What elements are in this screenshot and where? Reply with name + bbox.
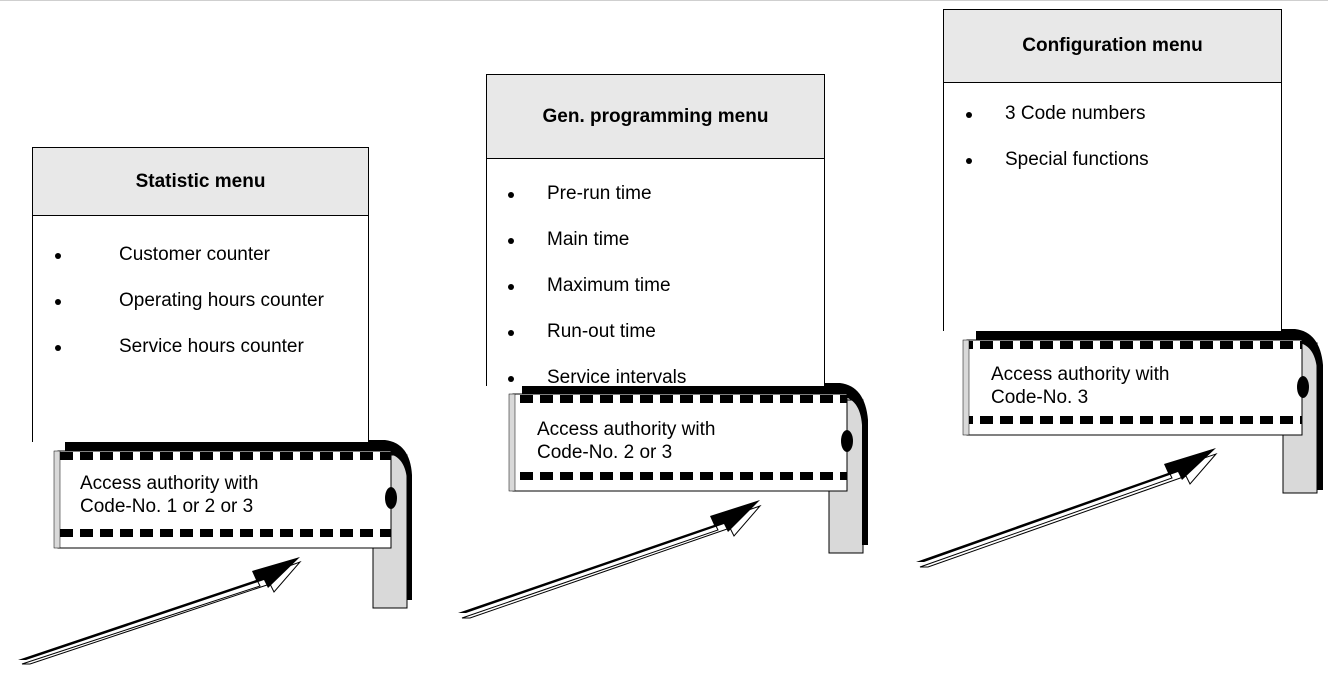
menu-item-list: Pre-run time Main time Maximum time Run-… bbox=[487, 184, 824, 414]
list-item: Pre-run time bbox=[487, 184, 824, 230]
menu-title-text: Statistic menu bbox=[135, 170, 266, 192]
gate-pivot bbox=[841, 430, 853, 452]
arrow-1 bbox=[18, 557, 302, 665]
access-label-2: Access authority with Code-No. 2 or 3 bbox=[537, 419, 716, 463]
list-item: Run-out time bbox=[487, 322, 824, 368]
gate-stripe-bottom bbox=[967, 416, 1302, 424]
programming-menu-box: Gen. programming menu Pre-run time Main … bbox=[486, 74, 825, 388]
access-label-1: Access authority with Code-No. 1 or 2 or… bbox=[80, 473, 259, 517]
menu-title: Configuration menu bbox=[944, 10, 1281, 83]
gate-stripe-top bbox=[58, 452, 391, 460]
gate-stripe-top bbox=[513, 395, 847, 403]
arrow-3 bbox=[916, 448, 1218, 568]
list-item: Special functions bbox=[944, 150, 1281, 196]
barrier-gate-3 bbox=[962, 329, 1323, 494]
list-item: Maximum time bbox=[487, 276, 824, 322]
menu-title: Statistic menu bbox=[33, 148, 368, 216]
list-item: Service hours counter bbox=[33, 337, 368, 383]
gate-pivot bbox=[385, 487, 397, 509]
arrow-2 bbox=[458, 500, 762, 619]
gate-stripe-top bbox=[967, 341, 1302, 349]
gate-pivot bbox=[1297, 376, 1309, 398]
barrier-gate-2 bbox=[508, 383, 868, 554]
menu-item-list: 3 Code numbers Special functions bbox=[944, 104, 1281, 196]
gate-stripe-bottom bbox=[58, 529, 391, 537]
access-label-3: Access authority with Code-No. 3 bbox=[991, 364, 1170, 408]
configuration-menu-box: Configuration menu 3 Code numbers Specia… bbox=[943, 9, 1282, 331]
menu-title-text: Gen. programming menu bbox=[542, 105, 769, 127]
statistic-menu-box: Statistic menu Customer counter Operatin… bbox=[32, 147, 369, 442]
list-item: 3 Code numbers bbox=[944, 104, 1281, 150]
gate-stripe-bottom bbox=[513, 472, 847, 480]
top-rule bbox=[0, 0, 1328, 1]
list-item: Service intervals bbox=[487, 368, 824, 414]
menu-title-text: Configuration menu bbox=[1022, 35, 1203, 56]
list-item: Main time bbox=[487, 230, 824, 276]
list-item: Customer counter bbox=[33, 245, 368, 291]
barrier-gate-1 bbox=[53, 440, 412, 609]
menu-item-list: Customer counter Operating hours counter… bbox=[33, 245, 368, 383]
list-item: Operating hours counter bbox=[33, 291, 368, 337]
menu-title: Gen. programming menu bbox=[487, 75, 824, 159]
